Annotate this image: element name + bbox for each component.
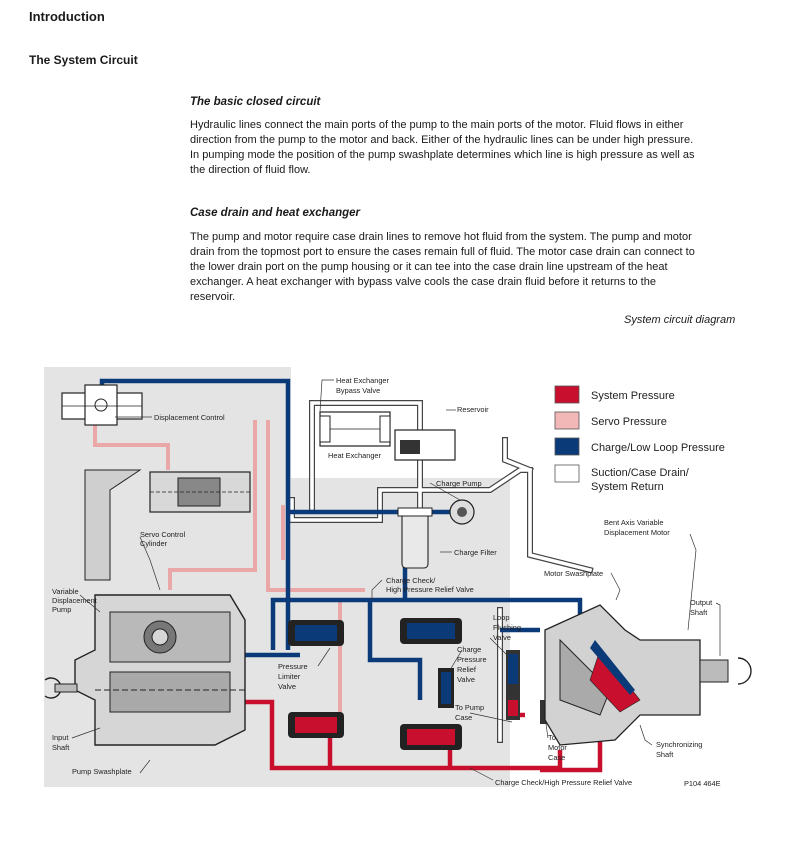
label-charge-pressure-relief: Charge — [457, 645, 481, 654]
charge-check-relief-valves — [400, 618, 462, 750]
legend-label-system-pressure: System Pressure — [591, 390, 675, 402]
label-servo-control-cylinder: Cylinder — [140, 539, 168, 548]
label-to-motor-case: Case — [548, 753, 565, 762]
diagram-labels: Displacement Control Heat Exchanger Bypa… — [52, 376, 721, 788]
label-to-motor-case: To — [548, 733, 556, 742]
subsection-title-case-drain: Case drain and heat exchanger — [190, 207, 361, 219]
legend-label-servo-pressure: Servo Pressure — [591, 416, 667, 428]
subsection-title-closed-circuit: The basic closed circuit — [190, 96, 321, 108]
legend-swatch-servo-pressure — [554, 411, 580, 430]
label-output-shaft: Output — [690, 598, 712, 607]
label-loop-flushing: Valve — [493, 633, 511, 642]
label-charge-pressure-relief: Valve — [457, 675, 475, 684]
displacement-control — [61, 384, 143, 426]
page-title: Introduction — [29, 9, 105, 24]
label-charge-check-relief-bottom: Charge Check/High Pressure Relief Valve — [495, 778, 632, 787]
variable-displacement-pump — [44, 594, 246, 746]
servo-control-cylinder — [84, 469, 251, 581]
text-line: Hydraulic lines connect the main ports o… — [190, 119, 684, 131]
charge-pump — [449, 499, 475, 525]
label-bent-axis-motor: Bent Axis Variable — [604, 518, 663, 527]
label-charge-check-relief: Charge Check/ — [386, 576, 436, 585]
label-input-shaft: Input — [52, 733, 68, 742]
label-output-shaft: Shaft — [690, 608, 707, 617]
text-line: In pumping mode the position of the pump… — [190, 149, 695, 161]
label-to-motor-case: Motor — [548, 743, 567, 752]
label-motor-swashplate: Motor Swashplate — [544, 569, 603, 578]
label-synchronizing-shaft: Synchronizing — [656, 740, 702, 749]
label-charge-pump: Charge Pump — [436, 479, 482, 488]
label-heat-exchanger: Heat Exchanger — [328, 451, 382, 460]
label-variable-displacement-pump: Pump — [52, 605, 71, 614]
leader-lines — [71, 379, 721, 781]
text-line: the lower drain port on the pump housing… — [190, 261, 668, 273]
label-variable-displacement-pump: Displacement — [52, 596, 97, 605]
bent-axis-motor — [544, 604, 752, 746]
label-variable-displacement-pump: Variable — [52, 587, 79, 596]
label-servo-control-cylinder: Servo Control — [140, 530, 186, 539]
label-synchronizing-shaft: Shaft — [656, 750, 673, 759]
figure-code: P104 464E — [684, 779, 721, 788]
label-charge-pressure-relief: Pressure — [457, 655, 487, 664]
legend-swatch-charge-pressure — [554, 437, 580, 456]
text-line: the direction of fluid flow. — [190, 164, 311, 176]
label-pressure-limiter: Pressure — [278, 662, 308, 671]
text-line: drain from the topmost port to ensure th… — [190, 246, 695, 258]
figure-caption: System circuit diagram — [624, 314, 736, 326]
charge-pressure-relief-valve — [438, 668, 454, 708]
legend: System Pressure Servo Pressure Charge/Lo… — [554, 385, 725, 493]
label-charge-check-relief: High Pressure Relief Valve — [386, 585, 474, 594]
label-to-pump-case: To Pump — [455, 703, 484, 712]
label-pressure-limiter: Valve — [278, 682, 296, 691]
text-line: reservoir. — [190, 291, 236, 303]
paragraph-case-drain: The pump and motor require case drain li… — [190, 230, 750, 305]
legend-swatch-system-pressure — [554, 385, 580, 404]
label-charge-pressure-relief: Relief — [457, 665, 477, 674]
label-to-pump-case: Case — [455, 713, 472, 722]
text-line: exchanger. A heat exchanger with bypass … — [190, 276, 656, 288]
label-heat-exchanger-bypass: Heat Exchanger — [336, 376, 390, 385]
legend-label-suction-return: Suction/Case Drain/ — [591, 467, 690, 479]
label-loop-flushing: Loop — [493, 613, 509, 622]
pressure-limiter-valves — [288, 620, 344, 738]
label-pump-swashplate: Pump Swashplate — [72, 767, 132, 776]
legend-label-suction-return: System Return — [591, 481, 664, 493]
label-displacement-control: Displacement Control — [154, 413, 225, 422]
paragraph-closed-circuit: Hydraulic lines connect the main ports o… — [190, 118, 750, 178]
legend-swatch-suction-return — [554, 464, 580, 483]
label-bent-axis-motor: Displacement Motor — [604, 528, 670, 537]
charge-filter — [397, 507, 433, 569]
text-line: direction from the pump to the motor and… — [190, 134, 694, 146]
label-heat-exchanger-bypass: Bypass Valve — [336, 386, 380, 395]
heat-exchanger — [319, 411, 391, 447]
section-title: The System Circuit — [29, 53, 138, 67]
text-line: The pump and motor require case drain li… — [190, 231, 692, 243]
reservoir — [394, 429, 456, 461]
label-input-shaft: Shaft — [52, 743, 69, 752]
label-reservoir: Reservoir — [457, 405, 489, 414]
legend-label-charge-pressure: Charge/Low Loop Pressure — [591, 442, 725, 454]
label-charge-filter: Charge Filter — [454, 548, 497, 557]
label-pressure-limiter: Limiter — [278, 672, 301, 681]
label-loop-flushing: Flushing — [493, 623, 521, 632]
